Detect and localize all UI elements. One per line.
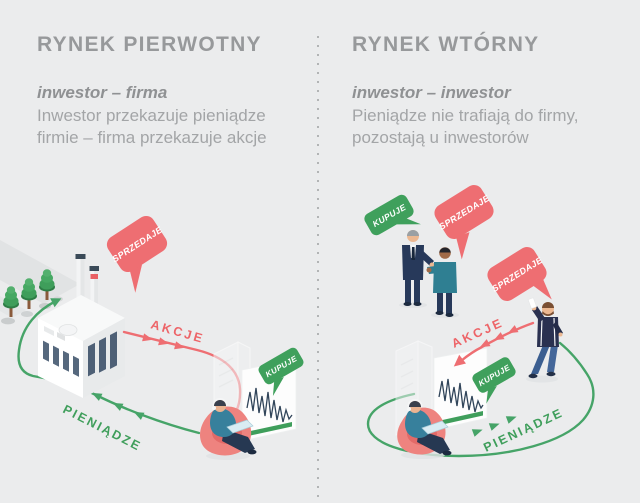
buyer-investor xyxy=(399,230,435,308)
primary-market-subtitle: inwestor – firma xyxy=(37,83,168,102)
tree-icon xyxy=(39,269,55,300)
secondary-market-panel: RYNEK WTÓRNY inwestor – inwestor Pieniąd… xyxy=(326,0,640,503)
arm xyxy=(553,321,563,336)
laptop xyxy=(226,419,254,434)
torso xyxy=(402,245,424,280)
sell-speech-bubble: SPRZEDAJE xyxy=(106,215,168,293)
secondary-market-subtitle: inwestor – inwestor xyxy=(352,83,511,102)
chart-baseline xyxy=(438,411,483,426)
tree-icon xyxy=(21,278,37,309)
arrowhead xyxy=(453,354,466,367)
description-line-1: Inwestor przekazuje pieniądze xyxy=(37,106,266,125)
description-line-2: firmie – firma przekazuje akcje xyxy=(37,128,267,147)
phone xyxy=(527,297,537,309)
shares-label: AKCJE xyxy=(149,317,206,346)
stock-chart-panel xyxy=(433,347,488,431)
torso xyxy=(433,262,457,293)
laptop xyxy=(421,420,449,435)
description-line-1: Pieniądze nie trafiają do firmy, xyxy=(352,106,579,125)
investor-sitting xyxy=(200,397,257,460)
stock-line xyxy=(438,378,484,413)
primary-market-description: Inwestor przekazuje pieniądze firmie – f… xyxy=(37,105,267,149)
shares-label: AKCJE xyxy=(450,315,506,350)
arrowhead xyxy=(50,298,62,308)
tree-icon xyxy=(3,286,19,317)
sell-speech-bubble-standing: SPRZEDAJE xyxy=(487,246,552,302)
shares-flow-arrow: AKCJE xyxy=(450,315,535,367)
sell-speech-bubble-handshake: SPRZEDAJE xyxy=(434,184,494,260)
investor-sitting xyxy=(397,398,452,459)
chart-baseline xyxy=(246,422,292,437)
primary-market-illustration: PIENIĄDZE xyxy=(0,215,304,460)
trees xyxy=(3,269,55,317)
stock-chart-panel xyxy=(241,358,297,442)
primary-market-title: RYNEK PIERWOTNY xyxy=(37,33,262,56)
panel-divider xyxy=(317,36,319,498)
factory-windows xyxy=(43,331,117,377)
description-line-2: pozostają u inwestorów xyxy=(352,128,529,147)
hand xyxy=(426,267,432,273)
seller-investor-standing xyxy=(526,297,563,383)
money-label: PIENIĄDZE xyxy=(481,405,565,454)
secondary-market-illustration: PIENIĄDZE xyxy=(364,184,595,459)
stock-line xyxy=(246,387,293,423)
primary-market-panel: RYNEK PIERWOTNY inwestor – firma Inwesto… xyxy=(0,0,318,503)
seller-investor xyxy=(426,247,459,318)
arm xyxy=(418,249,434,266)
secondary-market-description: Pieniądze nie trafiają do firmy, pozosta… xyxy=(352,105,578,149)
factory xyxy=(38,254,125,398)
secondary-market-title: RYNEK WTÓRNY xyxy=(352,33,540,56)
hand xyxy=(429,262,435,268)
